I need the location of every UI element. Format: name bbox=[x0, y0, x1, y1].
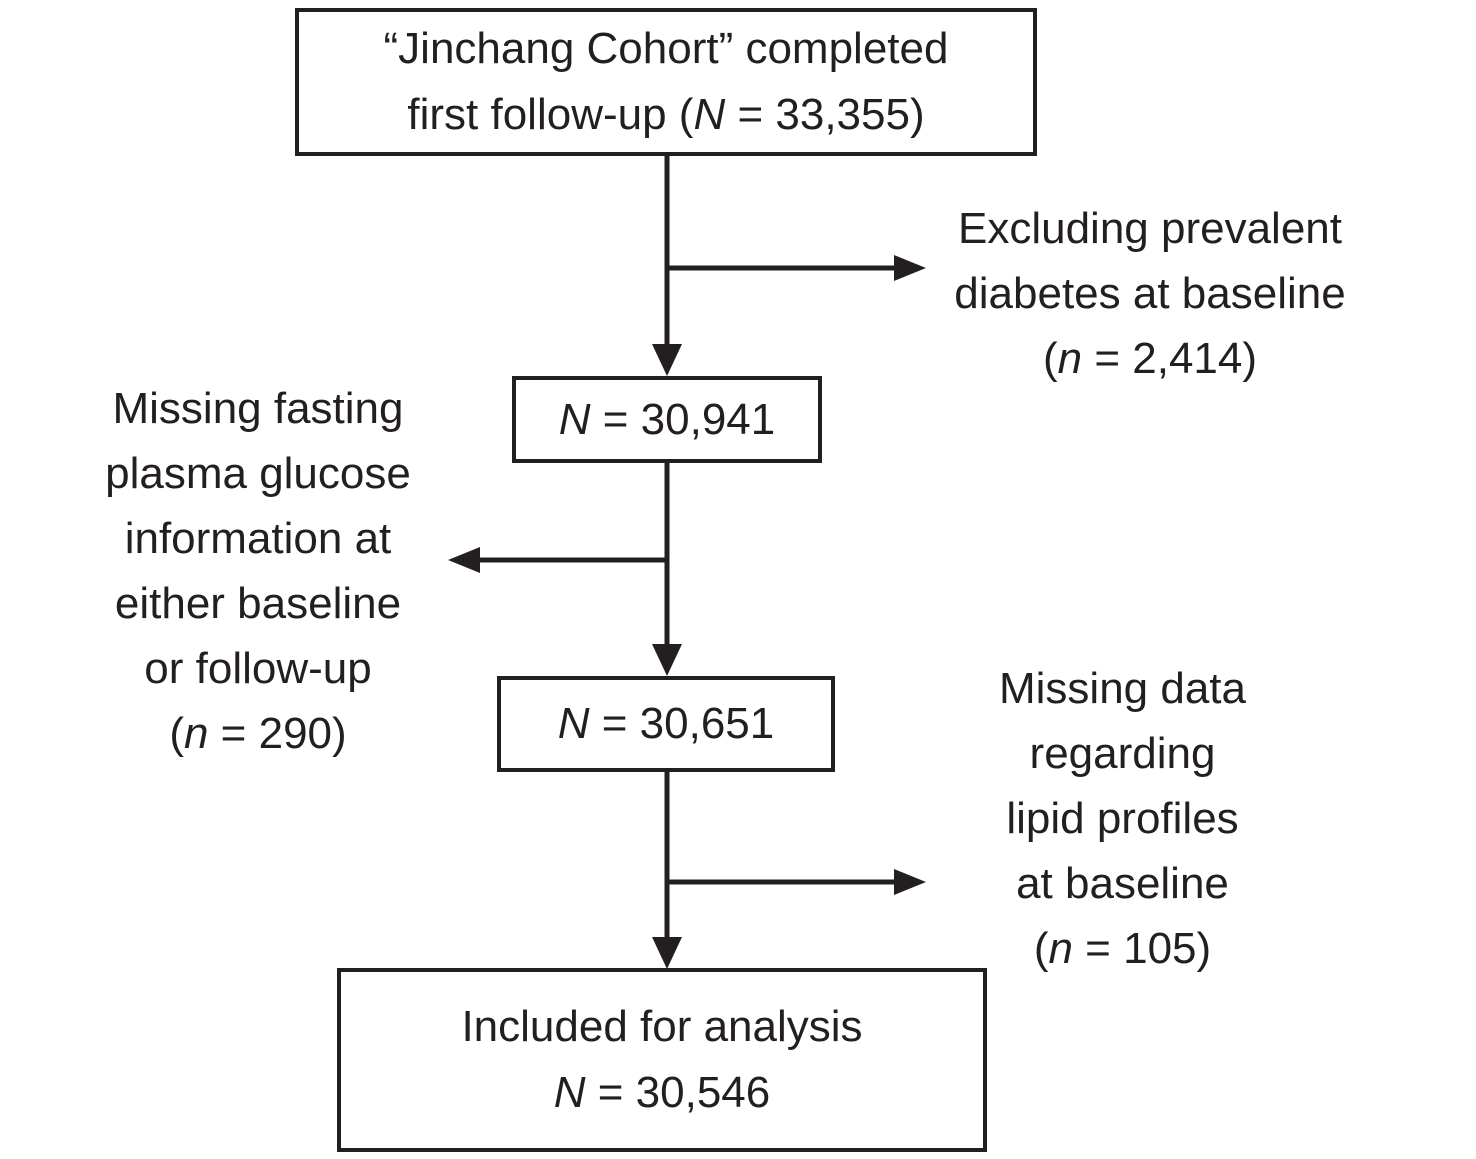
text-segment: lipid profiles bbox=[1006, 794, 1239, 843]
label-exclusion-fpg: Missing fasting plasma glucose informati… bbox=[62, 376, 454, 766]
text-segment: = 290) bbox=[208, 709, 347, 758]
text-segment: Missing fasting bbox=[112, 384, 404, 433]
text-line: (n = 2,414) bbox=[915, 326, 1385, 391]
italic-variable: n bbox=[183, 709, 209, 758]
text-line: diabetes at baseline bbox=[915, 261, 1385, 326]
node-n30651-box: N = 30,651 bbox=[497, 676, 835, 772]
text-line: Missing fasting bbox=[62, 376, 454, 441]
text-segment: = 33,355) bbox=[725, 90, 925, 139]
text-segment: = 2,414) bbox=[1082, 334, 1258, 383]
text-segment: diabetes at baseline bbox=[954, 269, 1346, 318]
italic-variable: N bbox=[557, 699, 590, 748]
text-segment: = 30,941 bbox=[590, 394, 776, 444]
arrow-head-down-icon bbox=[652, 644, 682, 676]
text-segment: information at bbox=[124, 514, 392, 563]
text-segment: first follow-up ( bbox=[407, 90, 694, 139]
text-segment: regarding bbox=[1029, 729, 1216, 778]
text-line: first follow-up (N = 33,355) bbox=[407, 82, 924, 148]
text-line: either baseline bbox=[62, 571, 454, 636]
text-line: N = 30,941 bbox=[559, 387, 776, 453]
arrow-head-down-icon bbox=[652, 344, 682, 376]
arrow-head-right-icon bbox=[894, 255, 926, 281]
arrow-head-right-icon bbox=[894, 869, 926, 895]
italic-variable: N bbox=[553, 1068, 586, 1117]
text-segment: either baseline bbox=[114, 579, 402, 628]
italic-variable: N bbox=[558, 394, 591, 444]
arrow-exclusion-fpg bbox=[448, 547, 667, 573]
italic-variable: n bbox=[1048, 924, 1073, 973]
text-segment: plasma glucose bbox=[105, 449, 411, 498]
arrow-cohort-to-n30941 bbox=[652, 156, 682, 376]
text-segment: = 30,546 bbox=[585, 1068, 771, 1117]
text-segment: ( bbox=[169, 709, 184, 758]
text-line: lipid profiles bbox=[900, 786, 1345, 851]
text-line: (n = 290) bbox=[62, 701, 454, 766]
arrow-head-left-icon bbox=[448, 547, 480, 573]
arrow-exclusion-diabetes bbox=[667, 255, 926, 281]
text-segment: = 105) bbox=[1072, 924, 1212, 973]
text-line: at baseline bbox=[900, 851, 1345, 916]
arrow-head-down-icon bbox=[652, 937, 682, 969]
text-segment: “Jinchang Cohort” completed bbox=[383, 24, 949, 73]
text-segment: Excluding prevalent bbox=[957, 204, 1342, 253]
text-line: Excluding prevalent bbox=[915, 196, 1385, 261]
text-segment: ( bbox=[1042, 334, 1058, 383]
text-segment: Included for analysis bbox=[461, 1002, 863, 1051]
text-line: “Jinchang Cohort” completed bbox=[384, 16, 949, 82]
arrow-exclusion-lipid bbox=[667, 869, 926, 895]
text-segment: = 30,651 bbox=[589, 699, 775, 748]
text-segment: or follow-up bbox=[144, 644, 372, 693]
arrow-n30941-to-n30651 bbox=[652, 463, 682, 676]
text-line: information at bbox=[62, 506, 454, 571]
italic-variable: N bbox=[693, 90, 726, 139]
node-n30941-box: N = 30,941 bbox=[512, 376, 822, 463]
label-exclusion-diabetes: Excluding prevalent diabetes at baseline… bbox=[915, 196, 1385, 391]
italic-variable: n bbox=[1057, 334, 1083, 383]
text-line: (n = 105) bbox=[900, 916, 1345, 981]
text-segment: at baseline bbox=[1016, 859, 1229, 908]
arrow-n30651-to-included bbox=[652, 772, 682, 969]
node-cohort-box: “Jinchang Cohort” completed first follow… bbox=[295, 8, 1037, 156]
text-segment: Missing data bbox=[998, 664, 1246, 713]
label-exclusion-lipid: Missing data regarding lipid profiles at… bbox=[900, 656, 1345, 981]
text-line: regarding bbox=[900, 721, 1345, 786]
text-line: or follow-up bbox=[62, 636, 454, 701]
text-line: N = 30,546 bbox=[554, 1060, 771, 1126]
text-line: Included for analysis bbox=[461, 994, 862, 1060]
node-included-box: Included for analysis N = 30,546 bbox=[337, 968, 987, 1152]
text-segment: ( bbox=[1033, 924, 1049, 973]
text-line: plasma glucose bbox=[62, 441, 454, 506]
text-line: Missing data bbox=[900, 656, 1345, 721]
text-line: N = 30,651 bbox=[558, 691, 775, 757]
